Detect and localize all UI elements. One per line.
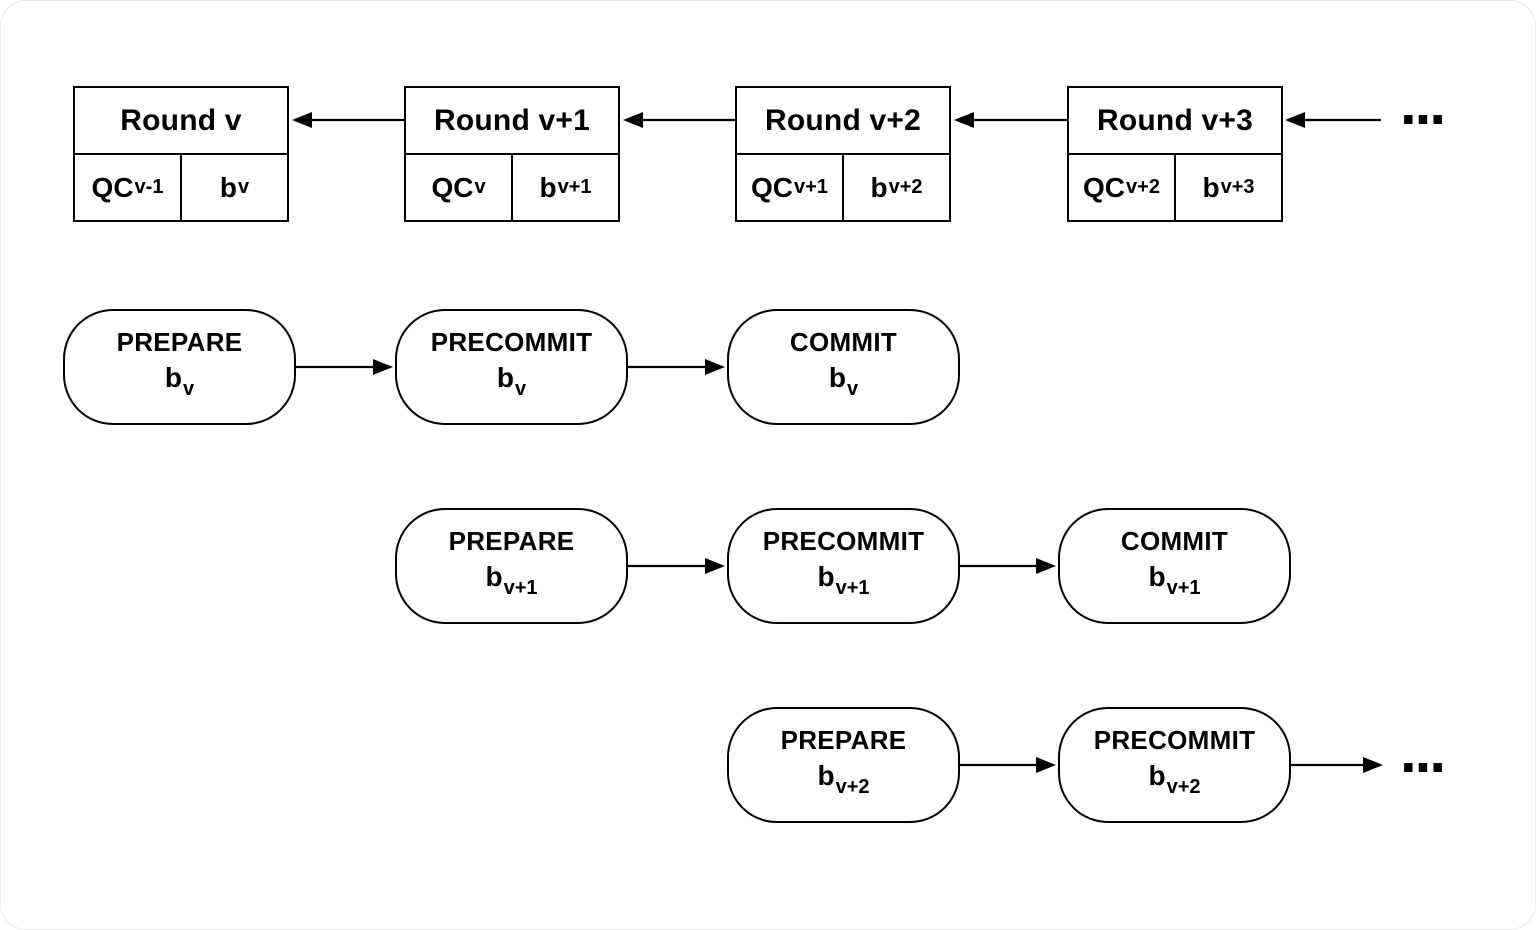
phase-block: bv (165, 359, 194, 408)
pill-precommit-v2: PRECOMMIT bv+2 (1058, 707, 1291, 823)
phase-label: PREPARE (116, 327, 243, 357)
round-title: Round v (75, 88, 287, 155)
block-subscript: v+2 (888, 176, 923, 198)
arrow-round-v3-to-v2 (954, 112, 1067, 128)
block-base: b (1148, 561, 1166, 592)
arrow-precommit-v1-to-commit-v1 (960, 558, 1056, 574)
pill-prepare-v: PREPARE bv (63, 309, 296, 425)
round-title: Round v+1 (406, 88, 618, 155)
pill-prepare-v2: PREPARE bv+2 (727, 707, 960, 823)
qc-base: QC (1083, 171, 1126, 203)
block-base: b (1148, 760, 1166, 791)
qc-base: QC (91, 171, 134, 203)
block-subscript: v (514, 378, 527, 400)
block-base: b (539, 171, 557, 203)
phase-block: bv+1 (1148, 558, 1200, 607)
pill-prepare-v1: PREPARE bv+1 (395, 508, 628, 624)
phase-label: COMMIT (1120, 526, 1229, 556)
phase-label: PREPARE (448, 526, 575, 556)
qc-subscript: v-1 (134, 176, 164, 198)
block-subscript: v+3 (1220, 176, 1255, 198)
block-subscript: v (237, 176, 250, 198)
phases-ellipsis: ... (1400, 718, 1444, 785)
pill-commit-v: COMMIT bv (727, 309, 960, 425)
block-subscript: v+1 (835, 577, 870, 599)
qc-base: QC (751, 171, 794, 203)
phase-block: bv+2 (817, 757, 869, 806)
block-subscript: v (182, 378, 195, 400)
phase-block: bv (497, 359, 526, 408)
block-base: b (219, 171, 237, 203)
arrow-precommit-v2-to-ellipsis (1291, 757, 1383, 773)
rounds-ellipsis: ... (1400, 70, 1444, 137)
phase-block: bv (829, 359, 858, 408)
phase-label: PRECOMMIT (430, 327, 593, 357)
qc-subscript: v+1 (794, 176, 828, 198)
block-base: b (496, 362, 514, 393)
block-subscript: v+1 (557, 176, 592, 198)
phase-block: bv+1 (817, 558, 869, 607)
block-subscript: v+1 (1166, 577, 1201, 599)
phase-label: PREPARE (780, 725, 907, 755)
round-title: Round v+2 (737, 88, 949, 155)
phase-label: PRECOMMIT (762, 526, 925, 556)
phase-label: PRECOMMIT (1093, 725, 1256, 755)
qc-subscript: v (474, 176, 486, 198)
qc-subscript: v+2 (1126, 176, 1160, 198)
block-subscript: v (846, 378, 859, 400)
arrow-prepare-v1-to-precommit-v1 (628, 558, 725, 574)
arrow-round-v2-to-v1 (623, 112, 735, 128)
block-base: b (164, 362, 182, 393)
block-base: b (817, 561, 835, 592)
arrow-prepare-v2-to-precommit-v2 (960, 757, 1056, 773)
block-subscript: v+1 (503, 577, 538, 599)
arrow-ellipsis-to-round-v3 (1285, 112, 1381, 128)
block-base: b (1202, 171, 1220, 203)
phase-block: bv+1 (485, 558, 537, 607)
arrow-round-v1-to-v (292, 112, 404, 128)
block-base: b (485, 561, 503, 592)
block-base: b (828, 362, 846, 393)
pill-precommit-v: PRECOMMIT bv (395, 309, 628, 425)
phase-block: bv+2 (1148, 757, 1200, 806)
round-title: Round v+3 (1069, 88, 1281, 155)
block-subscript: v+2 (1166, 776, 1201, 798)
block-base: b (817, 760, 835, 791)
pill-precommit-v1: PRECOMMIT bv+1 (727, 508, 960, 624)
qc-base: QC (431, 171, 474, 203)
arrow-prepare-v-to-precommit-v (296, 359, 393, 375)
pill-commit-v1: COMMIT bv+1 (1058, 508, 1291, 624)
phase-label: COMMIT (789, 327, 898, 357)
arrow-precommit-v-to-commit-v (628, 359, 725, 375)
block-subscript: v+2 (835, 776, 870, 798)
block-base: b (870, 171, 888, 203)
